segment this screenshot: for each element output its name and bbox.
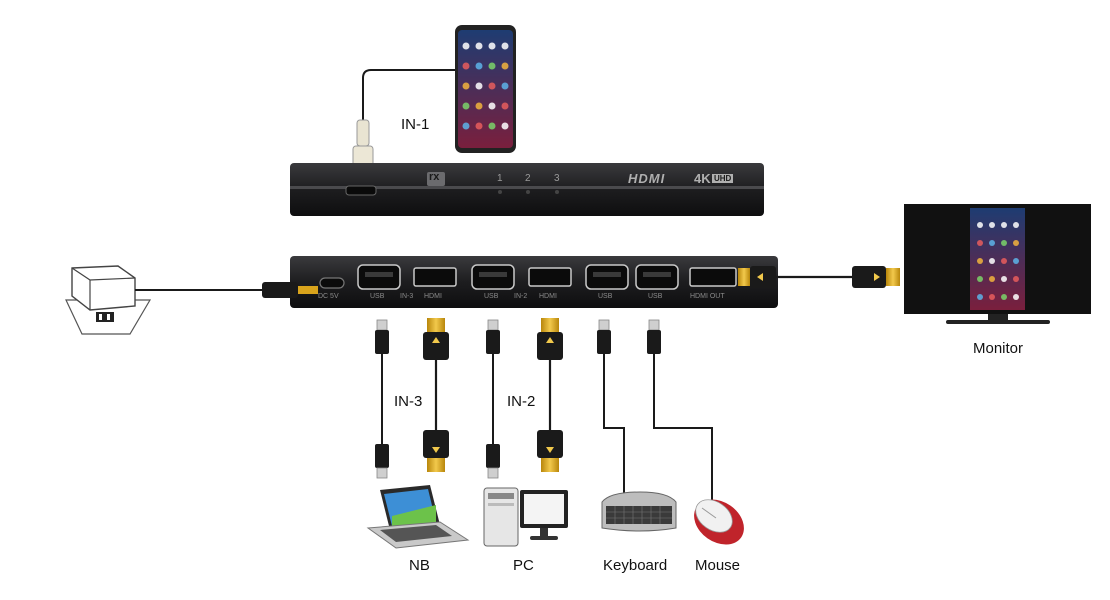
usb-connector-icon xyxy=(486,319,500,354)
hdmi-connector-icon xyxy=(537,318,563,360)
dc-port xyxy=(319,277,345,289)
port-label-usb: USB xyxy=(598,293,613,300)
port-label-in2: IN-2 xyxy=(514,293,528,300)
hdmi-connector-icon xyxy=(852,266,900,288)
port-number-1: 1 xyxy=(497,173,503,184)
brand-logo xyxy=(427,172,445,186)
usb-connector-icon xyxy=(647,319,661,354)
switch-front-view xyxy=(290,256,778,308)
port-label-usb: USB xyxy=(648,293,663,300)
port-number-2: 2 xyxy=(525,173,531,184)
label-in1: IN-1 xyxy=(401,116,430,133)
label-pc: PC xyxy=(513,557,534,574)
label-keyboard: Keyboard xyxy=(603,557,668,574)
port-label-usb: USB xyxy=(370,293,385,300)
keyboard-icon xyxy=(601,491,677,532)
hdmi-connector-icon xyxy=(423,430,449,472)
dc-plug xyxy=(262,282,318,298)
phone-cable xyxy=(362,69,458,150)
label-in3: IN-3 xyxy=(394,393,423,410)
switch-top-view xyxy=(290,163,764,216)
hdmi-out-plug xyxy=(738,266,776,288)
hdmi-mark: HDMI xyxy=(628,171,666,186)
usb-connector-icon xyxy=(486,444,500,479)
hdmi-connector-icon xyxy=(537,430,563,472)
hdmi-port xyxy=(528,267,572,287)
port-label-dc: DC 5V xyxy=(318,293,339,300)
port-label-hdmi: HDMI xyxy=(539,293,557,300)
mouse-icon xyxy=(694,499,744,545)
phone-icon xyxy=(455,25,516,153)
hdmi-connector-icon xyxy=(423,318,449,360)
usb-connector-icon xyxy=(375,444,389,479)
hdmi-out-port xyxy=(689,267,737,287)
port-label-in3: IN-3 xyxy=(400,293,414,300)
port-label-hdmi: HDMI xyxy=(424,293,442,300)
desktop-pc-icon xyxy=(483,487,568,547)
usb-connector-icon xyxy=(375,319,389,354)
hdmi-port xyxy=(413,267,457,287)
port-label-usb: USB xyxy=(484,293,499,300)
resolution-badge: UHD xyxy=(712,174,734,183)
resolution-mark: 4K xyxy=(694,171,711,186)
label-in2: IN-2 xyxy=(507,393,536,410)
label-monitor: Monitor xyxy=(973,340,1024,357)
port-number-3: 3 xyxy=(554,173,560,184)
monitor-icon xyxy=(904,204,1091,324)
power-adapter-icon xyxy=(65,265,152,335)
usb-connector-icon xyxy=(597,319,611,354)
brand-logo-text: rx xyxy=(429,171,440,183)
label-nb: NB xyxy=(409,557,430,574)
laptop-icon xyxy=(366,485,470,549)
port-label-hdmi-out: HDMI OUT xyxy=(690,293,725,300)
label-mouse: Mouse xyxy=(695,557,741,574)
